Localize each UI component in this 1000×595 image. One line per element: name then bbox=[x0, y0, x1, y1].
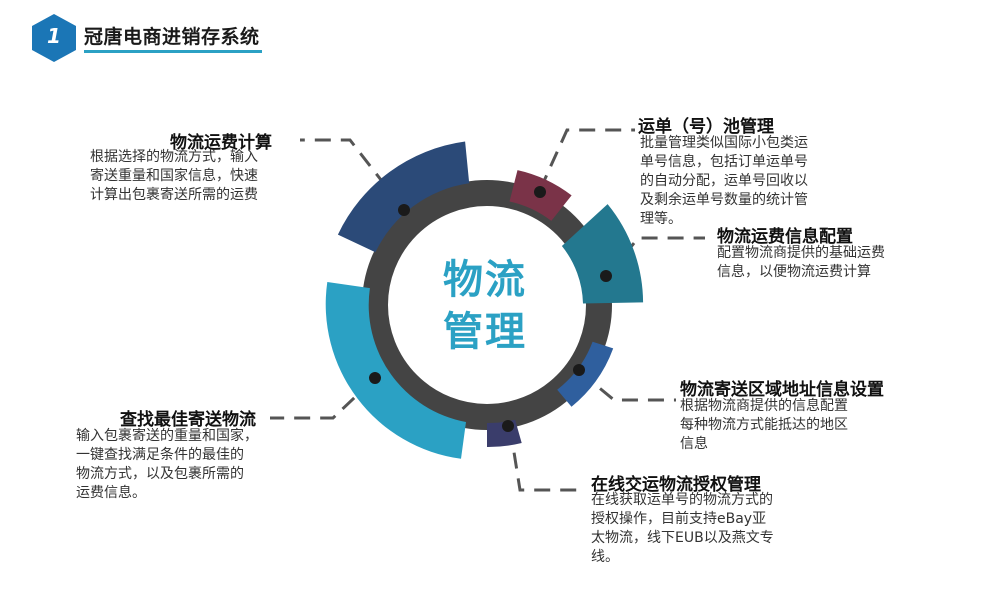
connector-online-auth bbox=[508, 426, 583, 492]
dot-waybill-pool bbox=[534, 186, 546, 198]
online-auth-desc: 在线获取运单号的物流方式的 授权操作，目前支持eBay亚 太物流，线下EUB以及… bbox=[591, 491, 806, 567]
online-auth-desc-line: 在线获取运单号的物流方式的 bbox=[591, 492, 773, 508]
freight-config-title: 物流运费信息配置 bbox=[717, 227, 853, 247]
best-search-desc: 输入包裹寄送的重量和国家， 一键查找满足条件的最佳的 物流方式，以及包裹所需的 … bbox=[76, 427, 286, 503]
region-address-desc-line: 信息 bbox=[680, 436, 708, 452]
region-address-desc: 根据物流商提供的信息配置 每种物流方式能抵达的地区 信息 bbox=[680, 397, 880, 454]
segment-best-search bbox=[325, 282, 466, 459]
hexagon-badge-icon bbox=[32, 14, 76, 62]
page-title: 冠唐电商进销存系统 bbox=[84, 26, 260, 48]
best-search-title: 查找最佳寄送物流 bbox=[120, 410, 256, 430]
center-label-line2: 管理 bbox=[443, 309, 527, 355]
dot-region-address bbox=[573, 364, 585, 376]
online-auth-desc-line: 太物流，线下EUB以及燕文专 bbox=[591, 530, 774, 546]
dot-freight-calc bbox=[398, 204, 410, 216]
best-search-desc-line: 一键查找满足条件的最佳的 bbox=[76, 447, 244, 463]
dot-online-auth bbox=[502, 420, 514, 432]
region-address-title: 物流寄送区域地址信息设置 bbox=[680, 380, 884, 400]
region-address-desc-line: 根据物流商提供的信息配置 bbox=[680, 398, 848, 414]
connector-waybill-pool bbox=[538, 128, 635, 191]
ring-track bbox=[362, 180, 612, 430]
freight-calc-desc-line: 计算出包裹寄送所需的运费 bbox=[90, 187, 258, 203]
online-auth-title: 在线交运物流授权管理 bbox=[591, 475, 761, 495]
dot-best-search bbox=[369, 372, 381, 384]
freight-calc-desc: 根据选择的物流方式，输入 寄送重量和国家信息，快速 计算出包裹寄送所需的运费 bbox=[90, 148, 290, 205]
title-underline bbox=[84, 50, 262, 53]
waybill-pool-title: 运单（号）池管理 bbox=[638, 117, 774, 137]
dot-freight-config bbox=[600, 270, 612, 282]
online-auth-desc-line: 授权操作，目前支持eBay亚 bbox=[591, 511, 767, 527]
connector-freight-config bbox=[606, 236, 705, 277]
waybill-pool-desc-line: 单号信息，包括订单运单号 bbox=[640, 154, 808, 170]
section-number: 1 bbox=[47, 24, 61, 48]
waybill-pool-desc-line: 的自动分配，运单号回收以 bbox=[640, 173, 808, 189]
best-search-desc-line: 物流方式，以及包裹所需的 bbox=[76, 466, 244, 482]
waybill-pool-desc-line: 批量管理类似国际小包类运 bbox=[640, 135, 808, 151]
freight-calc-desc-line: 寄送重量和国家信息，快速 bbox=[90, 168, 258, 184]
segment-region-address bbox=[557, 341, 614, 407]
waybill-pool-desc: 批量管理类似国际小包类运 单号信息，包括订单运单号 的自动分配，运单号回收以 及… bbox=[640, 134, 840, 229]
waybill-pool-desc-line: 及剩余运单号数量的统计管 bbox=[640, 192, 808, 208]
segment-freight-calc bbox=[337, 141, 470, 253]
freight-config-desc-line: 配置物流商提供的基础运费 bbox=[717, 245, 885, 261]
waybill-pool-desc-line: 理等。 bbox=[640, 211, 682, 227]
header: 1 冠唐电商进销存系统 bbox=[0, 0, 1000, 70]
region-address-desc-line: 每种物流方式能抵达的地区 bbox=[680, 417, 848, 433]
freight-config-desc-line: 信息，以便物流运费计算 bbox=[717, 264, 871, 280]
center-label-line1: 物流 bbox=[443, 257, 527, 303]
segment-freight-config bbox=[561, 204, 644, 304]
connector-best-search bbox=[270, 378, 375, 420]
online-auth-desc-line: 线。 bbox=[591, 549, 619, 565]
best-search-desc-line: 运费信息。 bbox=[76, 485, 146, 501]
freight-config-desc: 配置物流商提供的基础运费 信息，以便物流运费计算 bbox=[717, 244, 917, 282]
freight-calc-desc-line: 根据选择的物流方式，输入 bbox=[90, 149, 258, 165]
freight-calc-title: 物流运费计算 bbox=[170, 133, 272, 153]
center-label: 物流 管理 bbox=[415, 254, 555, 358]
best-search-desc-line: 输入包裹寄送的重量和国家， bbox=[76, 428, 258, 444]
